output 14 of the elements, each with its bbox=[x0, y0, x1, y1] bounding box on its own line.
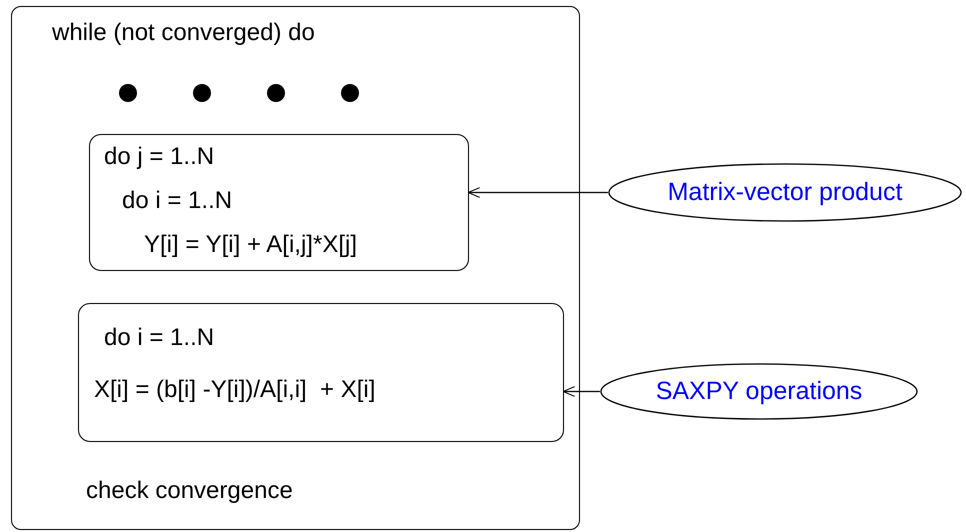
code-line: while (not converged) do bbox=[52, 19, 315, 47]
code-line: X[i] = (b[i] -Y[i])/A[i,i] + X[i] bbox=[94, 376, 376, 404]
code-line: do i = 1..N bbox=[122, 187, 232, 215]
arrow bbox=[468, 187, 608, 198]
arrow bbox=[562, 386, 600, 397]
annotation-text: SAXPY operations bbox=[656, 379, 862, 404]
code-block-box bbox=[78, 303, 564, 442]
code-line: do i = 1..N bbox=[104, 324, 214, 352]
code-line: Y[i] = Y[i] + A[i,j]*X[j] bbox=[144, 231, 357, 259]
loop-box bbox=[11, 6, 580, 530]
code-line: check convergence bbox=[86, 477, 293, 505]
code-line: do j = 1..N bbox=[104, 143, 214, 171]
annotation-text: Matrix-vector product bbox=[668, 180, 902, 205]
code-block-box bbox=[89, 134, 469, 271]
